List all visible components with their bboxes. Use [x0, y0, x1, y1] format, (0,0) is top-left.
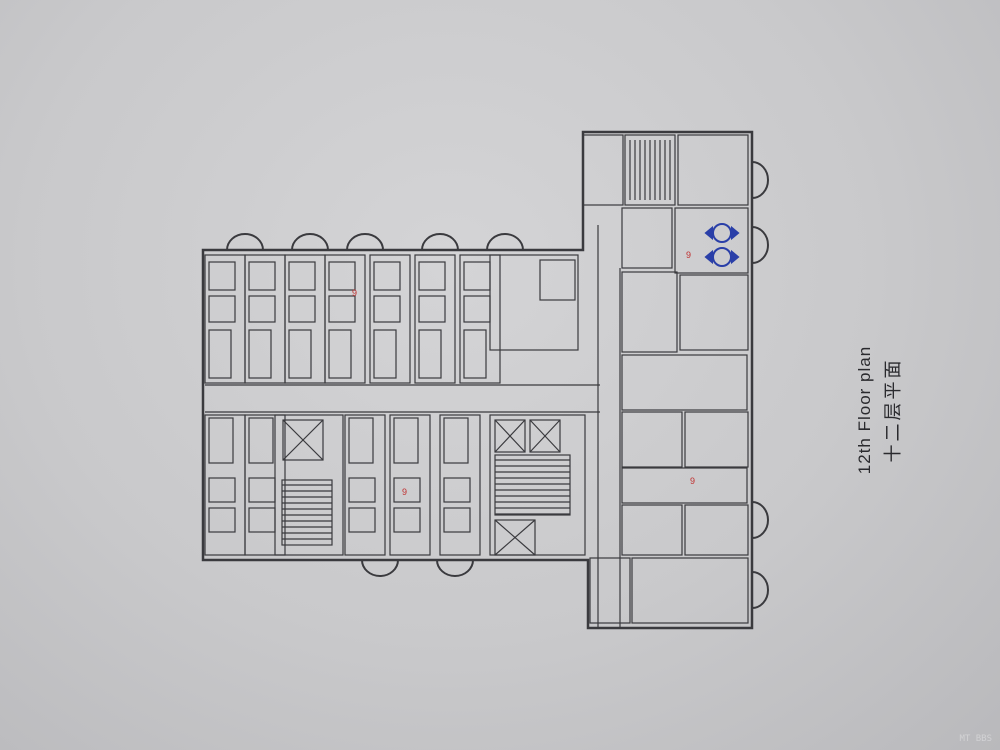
bay-window	[751, 226, 769, 264]
bay-window	[346, 233, 384, 251]
stair-core	[489, 414, 586, 556]
bed	[208, 295, 236, 323]
caption-chinese: 十二层平面	[883, 357, 904, 463]
guest-room	[439, 414, 481, 556]
elevator	[494, 419, 526, 453]
bay-window	[291, 233, 329, 251]
bathroom	[418, 329, 442, 379]
bed	[288, 261, 316, 291]
guest-room	[459, 254, 501, 384]
bathroom	[393, 417, 419, 464]
elevator	[282, 419, 324, 461]
bathroom	[208, 329, 232, 379]
guest-room	[204, 414, 246, 556]
bed	[248, 261, 276, 291]
guest-room	[674, 207, 749, 274]
bed	[443, 507, 471, 533]
guest-room	[684, 504, 749, 556]
guest-room	[677, 134, 749, 206]
guest-room	[621, 354, 748, 411]
guest-room	[684, 411, 749, 468]
guest-room	[624, 134, 676, 206]
bed	[328, 295, 356, 323]
bed	[208, 261, 236, 291]
elevator-x	[282, 419, 324, 461]
guest-room	[324, 254, 366, 384]
bathroom	[248, 329, 272, 379]
guest-room	[621, 411, 683, 468]
elevator-x	[529, 419, 561, 453]
room-marker: 9	[690, 476, 695, 486]
shaft-x	[494, 519, 536, 556]
bed	[443, 477, 471, 503]
bay-window	[486, 233, 524, 251]
elevator	[529, 419, 561, 453]
blue-markup-symbols	[704, 223, 740, 267]
bay-window	[421, 233, 459, 251]
bay-window	[361, 559, 399, 577]
guest-room	[582, 134, 624, 206]
guest-room	[679, 274, 749, 351]
shaft	[494, 519, 536, 556]
exterior-wall	[201, 130, 754, 630]
bathroom	[539, 259, 576, 301]
guest-room	[414, 254, 456, 384]
bathroom	[248, 417, 274, 464]
bay-window	[436, 559, 474, 577]
bed	[373, 295, 401, 323]
guest-room	[589, 557, 631, 624]
bed	[248, 477, 276, 503]
guest-room	[204, 254, 246, 384]
guest-room	[489, 254, 579, 351]
bathroom	[373, 329, 397, 379]
room-marker: 9	[686, 250, 691, 260]
guest-room	[631, 557, 749, 624]
bay-window	[751, 501, 769, 539]
bathroom	[328, 329, 352, 379]
guest-room	[244, 254, 286, 384]
bed	[248, 295, 276, 323]
room-markers: 9 9 9 9	[352, 250, 695, 497]
stair	[494, 454, 571, 516]
guest-room	[369, 254, 411, 384]
guest-room	[389, 414, 431, 556]
guest-room	[284, 254, 326, 384]
watermark: MT BBS	[959, 734, 992, 744]
bed	[248, 507, 276, 533]
stair-core	[274, 414, 344, 556]
bed	[328, 261, 356, 291]
stair	[281, 479, 333, 546]
bed	[418, 295, 446, 323]
bay-window	[226, 233, 264, 251]
elevator-x	[494, 419, 526, 453]
guest-room	[344, 414, 386, 556]
bed	[418, 261, 446, 291]
drawing-caption: 12th Floor plan 十二层平面	[855, 346, 905, 474]
bathroom	[443, 417, 469, 464]
bay-window	[751, 571, 769, 609]
bed	[463, 295, 491, 323]
guest-room	[621, 467, 748, 504]
room-marker: 9	[402, 487, 407, 497]
bed	[373, 261, 401, 291]
caption-english: 12th Floor plan	[855, 345, 874, 475]
bed	[208, 507, 236, 533]
guest-room	[621, 271, 678, 353]
bathroom	[463, 329, 487, 379]
guest-room	[244, 414, 286, 556]
guest-room	[621, 504, 683, 556]
bed	[393, 477, 421, 503]
bay-window	[751, 161, 769, 199]
bed	[393, 507, 421, 533]
guest-room	[621, 207, 673, 269]
bed	[208, 477, 236, 503]
room-marker: 9	[352, 288, 357, 298]
bathroom	[348, 417, 374, 464]
bed	[348, 477, 376, 503]
bed	[463, 261, 491, 291]
bed	[348, 507, 376, 533]
bed	[288, 295, 316, 323]
bathroom	[208, 417, 234, 464]
bathroom	[288, 329, 312, 379]
